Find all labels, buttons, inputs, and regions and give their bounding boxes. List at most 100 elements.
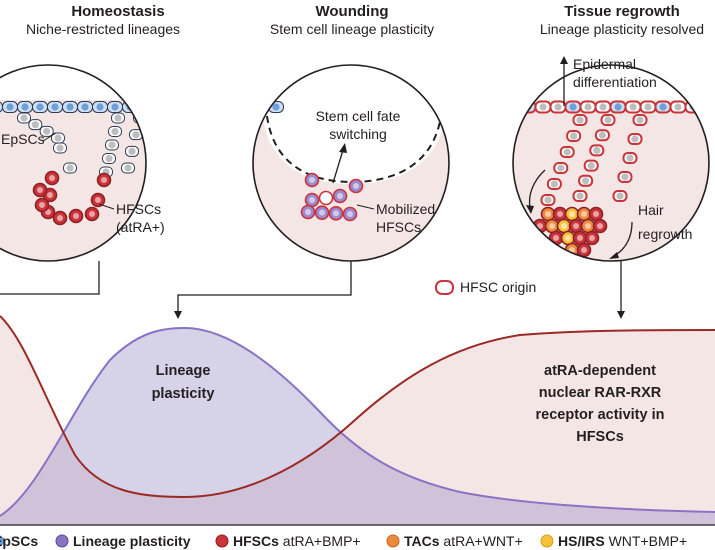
regrowth-epidermal-cell-nucleus	[584, 103, 592, 111]
rar-area	[0, 316, 715, 525]
infundibulum-cell-nucleus	[20, 114, 28, 122]
bulb-cell-nucleus	[537, 223, 543, 229]
regrowth-epidermal-cell-nucleus	[644, 103, 652, 111]
regrowth-column-cell-nucleus	[563, 148, 571, 156]
bulb-cell-nucleus	[569, 211, 575, 217]
hfsc-cell-nucleus	[101, 177, 107, 183]
epidermal-cell-nucleus	[66, 103, 74, 111]
epidermal-cell-nucleus	[272, 103, 280, 111]
regrowth-circle	[512, 64, 710, 262]
plasticity-area	[0, 328, 715, 525]
regrowth-column-cell-nucleus	[616, 192, 624, 200]
bulb-cell-nucleus	[557, 211, 563, 217]
regrowth-column-cell-nucleus	[570, 132, 578, 140]
mobilized-hfsc-nucleus	[333, 210, 339, 217]
regrowth-epidermal-cell-nucleus	[674, 103, 682, 111]
legend-swatch-hfscs	[215, 534, 229, 548]
regrowth-epidermal-cell	[513, 100, 522, 114]
epidermal-cell-nucleus	[450, 103, 457, 110]
legend-item-hs-irs: HS/IRS WNT+BMP+	[558, 533, 687, 549]
legend-item-plasticity: Lineage plasticity	[73, 533, 191, 549]
hfsc-cell-nucleus	[37, 187, 43, 193]
bulb-cell-nucleus	[597, 223, 603, 229]
hfsc-cell-nucleus	[73, 213, 79, 219]
bulb-cell-nucleus	[581, 247, 587, 253]
regrowth-epidermal-cell-nucleus	[629, 103, 637, 111]
regrowth-epidermal-cell	[699, 100, 709, 114]
graph-label-rar-1: atRA-dependent	[544, 363, 656, 379]
panel-title-homeostasis: Homeostasis	[71, 3, 164, 20]
label-mobilized-1: Mobilized	[376, 201, 435, 217]
hfsc-cell-nucleus	[39, 202, 45, 208]
hfsc-cell-nucleus	[57, 215, 63, 221]
panel-title-regrowth: Tissue regrowth	[564, 3, 680, 20]
infundibulum-cell-nucleus	[132, 131, 140, 139]
regrowth-column-cell-nucleus	[636, 116, 644, 124]
connector-wounding-arrowhead	[174, 311, 182, 319]
bulb-cell-nucleus	[573, 223, 579, 229]
homeostasis-circle	[0, 64, 147, 262]
epidermal-cell-nucleus	[36, 103, 44, 111]
panel-subtitle-homeostasis: Niche-restricted lineages	[26, 21, 180, 37]
epidermal-cell	[137, 101, 146, 113]
regrowth-epidermal-cell-nucleus	[599, 103, 607, 111]
regrowth-column-cell-nucleus	[593, 146, 601, 154]
hfsc-origin-icon	[435, 280, 454, 295]
label-mobilized-2: HFSCs	[376, 219, 421, 235]
connector-homeostasis	[0, 261, 100, 295]
regrowth-epidermal-cell-nucleus	[539, 103, 547, 111]
legend-swatch-tacs	[386, 534, 400, 548]
epidermal-cell	[446, 101, 449, 113]
panel-title-wounding: Wounding	[315, 3, 388, 20]
connector-wounding	[177, 261, 352, 312]
regrowth-column-cell-nucleus	[626, 154, 634, 162]
bulb-cell-nucleus	[549, 223, 555, 229]
regrowth-epidermal-cell-nucleus	[659, 103, 667, 111]
wounding-circle	[252, 64, 457, 262]
label-epidermal-2: differentiation	[573, 74, 657, 90]
infundibulum-cell-nucleus	[31, 121, 39, 129]
hfsc-cell-nucleus	[95, 197, 101, 203]
mobilized-hfsc-nucleus	[305, 209, 311, 215]
legend-item-epscs: EpSCs	[0, 533, 38, 549]
epidermal-cell-nucleus	[51, 103, 59, 111]
label-epidermal-1: Epidermal	[573, 56, 636, 72]
regrowth-column-cell-nucleus	[576, 192, 584, 200]
mobilized-hfsc-nucleus	[323, 195, 329, 201]
mobilized-hfsc-nucleus	[319, 209, 325, 216]
connector-regrowth-arrowhead	[617, 311, 625, 319]
label-fate-1: Stem cell fate	[316, 108, 401, 124]
bulb-cell-nucleus	[561, 223, 567, 229]
regrowth-side-arrow	[528, 169, 546, 209]
regrowth-column-cell-nucleus	[576, 116, 584, 124]
mobilized-hfsc-nucleus	[309, 197, 315, 203]
fate-arrowhead	[339, 143, 347, 153]
regrowth-column-cell-nucleus	[598, 131, 607, 139]
bulb-cell-nucleus	[589, 235, 595, 241]
infundibulum-cell-nucleus	[124, 164, 132, 172]
mobilized-hfsc-nucleus	[309, 177, 315, 183]
regrowth-column-cell-nucleus	[631, 135, 639, 143]
hfsc-cell-nucleus	[89, 211, 95, 217]
regrowth-column-cell-nucleus	[550, 180, 559, 188]
mobilized-pointer	[356, 204, 375, 210]
mobilized-hfsc-nucleus	[337, 193, 343, 199]
epidermal-cell-nucleus	[21, 103, 29, 111]
plasticity-curve	[0, 326, 715, 517]
infundibulum-cell-nucleus	[114, 114, 122, 122]
regrowth-epidermal-cell-nucleus	[569, 103, 577, 111]
regrowth-column-cell-nucleus	[621, 173, 629, 181]
epidermal-arrowhead	[560, 56, 568, 64]
epidermal-cell-nucleus	[436, 103, 444, 111]
bulb-cell-nucleus	[565, 235, 571, 241]
label-fate-2: switching	[329, 126, 387, 142]
mobilized-hfsc-nucleus	[347, 211, 353, 217]
infundibulum-cell-nucleus	[105, 154, 113, 163]
label-hair-2: regrowth	[638, 226, 692, 242]
regrowth-column-cell-nucleus	[604, 116, 612, 124]
hfsc-cell-nucleus	[47, 192, 53, 198]
infundibulum-cell-nucleus	[56, 144, 64, 152]
regrowth-column-cell-nucleus	[587, 162, 595, 170]
epidermal-cell-nucleus	[96, 103, 104, 111]
